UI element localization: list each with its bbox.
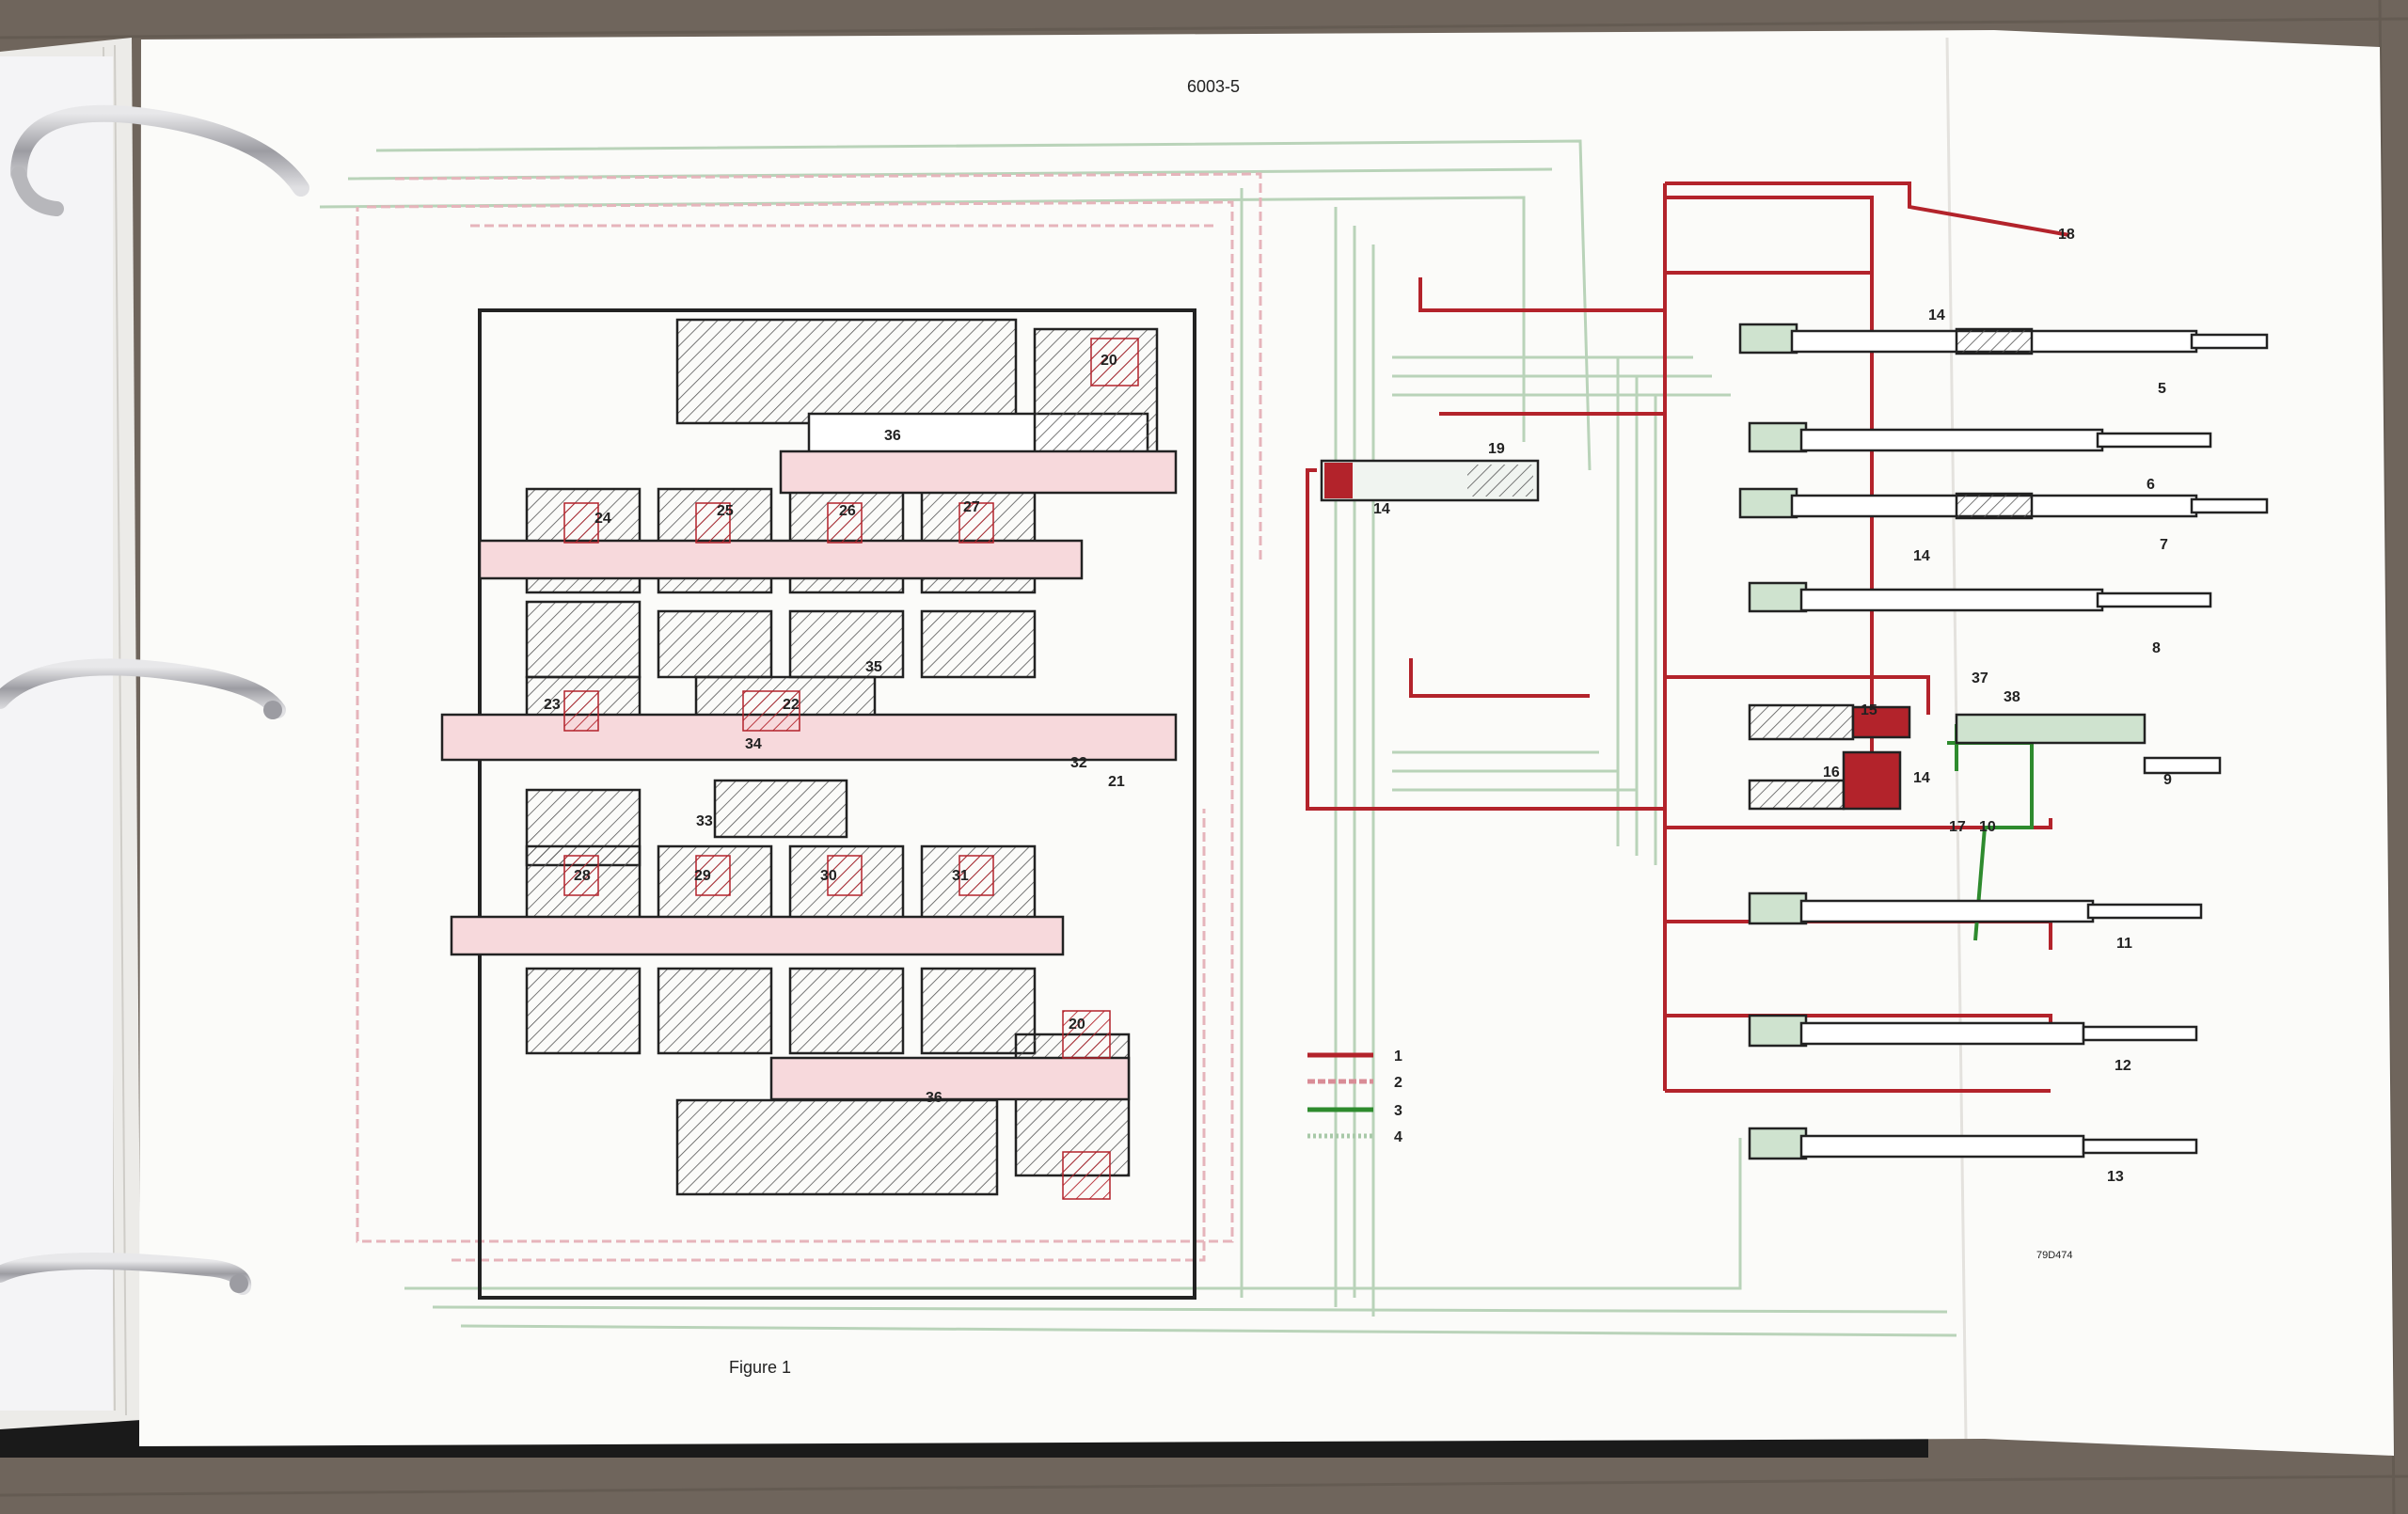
part-label: 18	[2058, 227, 2075, 243]
valve-bank	[1738, 323, 2269, 1160]
part-label: 37	[1972, 670, 1988, 686]
legend-label: 1	[1394, 1049, 1402, 1065]
part-label: 36	[884, 428, 901, 444]
part-label: 26	[839, 503, 856, 519]
part-label: 14	[1913, 770, 1930, 786]
part-label: 14	[1928, 308, 1945, 323]
small-valve: 19 14	[1320, 441, 1540, 517]
valve-part-numbers: 18 14 5 6 7 14 8 15 37 38 9 16 14 17 10 …	[1823, 227, 2172, 1185]
part-label: 13	[2107, 1169, 2124, 1185]
part-label: 36	[926, 1090, 943, 1106]
part-label: 30	[820, 868, 837, 884]
valve-spool	[1748, 1014, 2198, 1048]
part-label: 11	[2116, 936, 2132, 952]
part-label: 7	[2160, 537, 2168, 553]
part-label: 24	[594, 511, 611, 527]
part-label: 6	[2147, 477, 2155, 493]
clutch-packs	[563, 338, 1139, 1200]
drawing-code: 79D474	[2036, 1250, 2073, 1261]
part-label: 27	[963, 499, 980, 515]
part-label: 9	[2163, 772, 2172, 788]
transmission-housing	[478, 308, 1196, 1300]
background-circuit-lines	[319, 139, 1957, 1337]
part-label: 20	[1069, 1017, 1085, 1033]
binder-rings	[0, 104, 309, 1295]
transmission-part-numbers: 20 36 24 25 26 27 35 23 22 34 32 21 33 2…	[544, 353, 1125, 1106]
valve-spool	[1748, 1127, 2198, 1160]
valve-spool	[1738, 487, 2269, 520]
transmission-diagram: 20 36 24 25 26 27 35 23 22 34 32 21 33 2…	[440, 308, 1196, 1300]
valve-spool	[1748, 421, 2212, 453]
part-label: 15	[1861, 702, 1877, 718]
legend-label: 4	[1394, 1129, 1402, 1145]
part-label: 38	[2004, 689, 2020, 705]
ring-top-icon	[10, 104, 309, 216]
valve-spool	[1748, 891, 2203, 925]
part-label: 8	[2152, 640, 2161, 656]
part-label: 10	[1979, 819, 1996, 835]
part-label: 22	[783, 697, 800, 713]
part-label: 28	[574, 868, 591, 884]
part-label: 21	[1108, 774, 1125, 790]
legend-label: 2	[1394, 1075, 1402, 1091]
ring-middle-icon	[0, 658, 286, 719]
red-circuit-lines	[1306, 181, 2070, 1093]
part-label: 23	[544, 697, 561, 713]
part-label: 20	[1101, 353, 1117, 369]
legend-item-3: 3	[1307, 1103, 1402, 1119]
part-label: 14	[1373, 501, 1390, 517]
part-label: 19	[1488, 441, 1505, 457]
valve-spool	[1748, 581, 2212, 613]
part-label: 29	[694, 868, 711, 884]
legend-item-2: 2	[1307, 1075, 1402, 1091]
legend: 1 2 3 4	[1307, 1049, 1402, 1145]
part-label: 31	[952, 868, 969, 884]
page-number: 6003-5	[1187, 77, 1240, 96]
part-label: 17	[1949, 819, 1966, 835]
part-label: 12	[2115, 1058, 2131, 1074]
part-label: 34	[745, 736, 762, 752]
legend-item-1: 1	[1307, 1049, 1402, 1065]
legend-label: 3	[1394, 1103, 1402, 1119]
part-label: 33	[696, 813, 713, 829]
part-label: 25	[717, 503, 734, 519]
part-label: 32	[1070, 755, 1087, 771]
part-label: 5	[2158, 381, 2166, 397]
figure-caption: Figure 1	[729, 1358, 791, 1377]
part-label: 35	[865, 659, 882, 675]
legend-item-4: 4	[1307, 1129, 1402, 1145]
ring-bottom-icon	[0, 1253, 252, 1295]
valve-spool	[1738, 323, 2269, 355]
shafts	[440, 449, 1178, 1101]
valve-spool	[1748, 703, 2222, 775]
part-label: 14	[1913, 548, 1930, 564]
left-page	[0, 56, 113, 1411]
part-label: 16	[1823, 765, 1840, 781]
valve-spool	[1748, 750, 1902, 811]
